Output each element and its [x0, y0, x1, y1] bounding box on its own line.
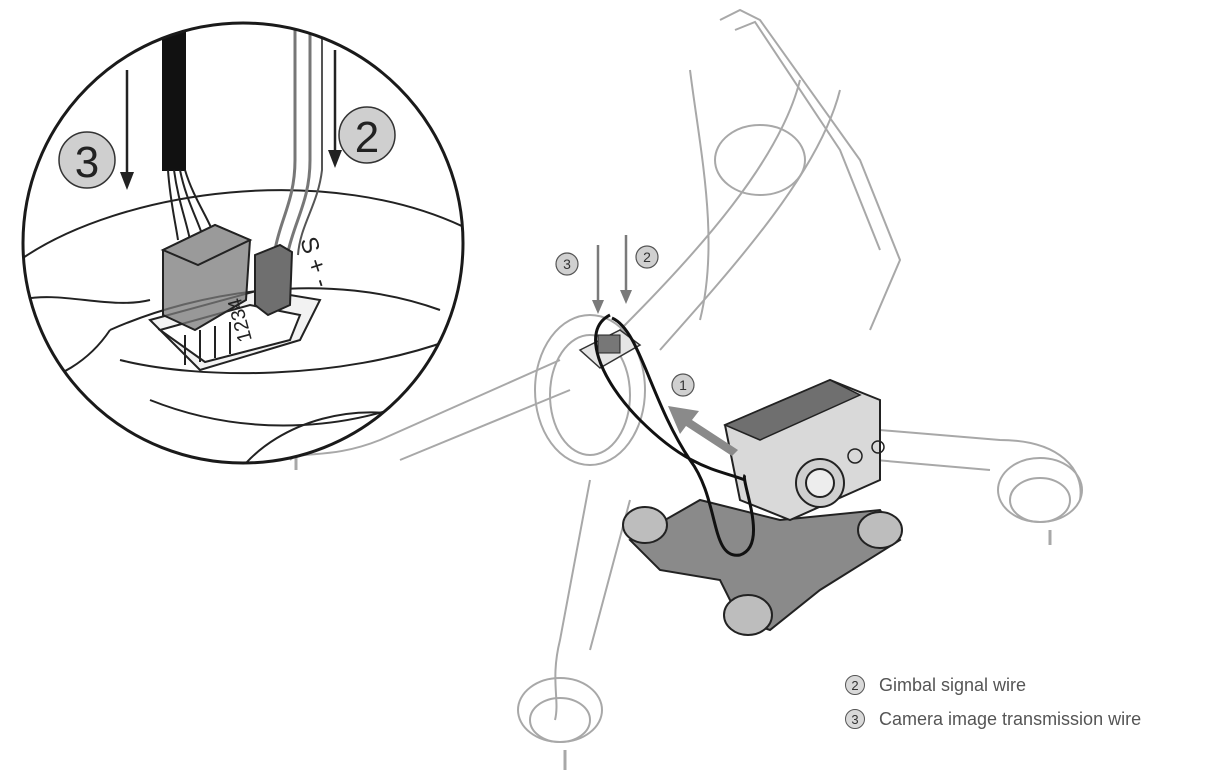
legend-label: Camera image transmission wire	[879, 708, 1142, 729]
drone-step1-label: 1	[679, 377, 687, 393]
gimbal-assembly	[622, 378, 903, 636]
legend-label: Gimbal signal wire	[879, 674, 1027, 695]
slide-arrow	[668, 406, 738, 456]
drone-step2-badge: 2	[635, 245, 659, 269]
detail-magnifier	[21, 21, 465, 465]
drone-step1-badge: 1	[671, 373, 695, 397]
drone-arrow-wire2	[620, 235, 632, 304]
legend-item-gimbal-wire: 2 Gimbal signal wire	[845, 668, 1141, 702]
drone-step3-badge: 3	[555, 252, 579, 276]
detail-badge-wire2: 2	[338, 106, 396, 164]
legend-number: 2	[845, 675, 865, 695]
drone-arrow-wire3	[592, 245, 604, 314]
drone-step2-label: 2	[643, 249, 651, 265]
legend: 2 Gimbal signal wire 3 Camera image tran…	[845, 668, 1141, 736]
legend-item-camera-wire: 3 Camera image transmission wire	[845, 702, 1141, 736]
detail-badge-wire3: 3	[58, 131, 116, 189]
legend-number: 3	[845, 709, 865, 729]
detail-arrow-wire2	[328, 50, 342, 168]
detail-badge-wire2-label: 2	[355, 113, 379, 162]
detail-arrow-wire3	[120, 70, 134, 190]
drone-connector	[578, 329, 642, 369]
detail-badge-wire3-label: 3	[75, 138, 99, 187]
drone-step3-label: 3	[563, 256, 571, 272]
camera-cable	[594, 313, 755, 557]
